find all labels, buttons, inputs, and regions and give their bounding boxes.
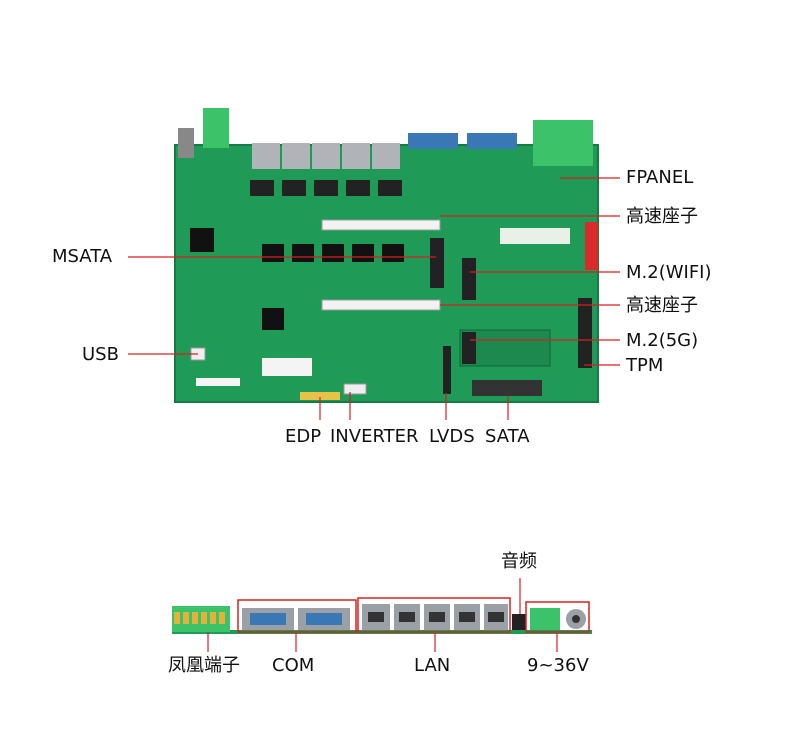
- label-msata: MSATA: [52, 246, 113, 267]
- top-board: [174, 108, 599, 403]
- label-lan: LAN: [414, 655, 451, 676]
- label-usb: USB: [82, 344, 119, 365]
- com-box: [237, 599, 357, 633]
- label-power: 9~36V: [527, 655, 589, 676]
- label-hs-connector-1: 高速座子: [626, 206, 698, 227]
- label-sata: SATA: [485, 426, 530, 447]
- label-inverter: INVERTER: [330, 426, 419, 447]
- board-sticker: [500, 228, 570, 244]
- db9-top-1: [408, 133, 458, 149]
- label-edp: EDP: [285, 426, 322, 447]
- m2-wifi-slot: [462, 258, 476, 300]
- label-m2-5g: M.2(5G): [626, 330, 699, 351]
- lan-box: [357, 597, 511, 633]
- audio-jack: [512, 614, 526, 630]
- power-terminal-top: [203, 108, 229, 148]
- lvds-header: [443, 346, 451, 394]
- label-audio: 音频: [501, 551, 537, 572]
- hs-connector-2: [321, 299, 441, 311]
- io-view: [172, 597, 592, 634]
- edp-connector: [300, 392, 340, 400]
- hs-connector-1: [321, 219, 441, 231]
- label-m2-wifi: M.2(WIFI): [626, 262, 712, 283]
- m2-5g-slot: [462, 332, 476, 364]
- callout-lines-top: [128, 177, 620, 420]
- label-tpm: TPM: [626, 355, 664, 376]
- label-lvds: LVDS: [429, 426, 475, 447]
- db9-top-2: [467, 133, 517, 149]
- label-com: COM: [272, 655, 315, 676]
- lan-ports-top: [252, 143, 400, 169]
- callout-lines-io: [207, 578, 558, 652]
- label-hs-connector-2: 高速座子: [626, 295, 698, 316]
- phoenix-top: [533, 120, 593, 166]
- inverter-connector: [343, 383, 367, 395]
- msata-slot: [430, 238, 444, 288]
- sata-connector: [472, 380, 542, 396]
- label-fpanel: FPANEL: [626, 167, 694, 188]
- label-phoenix-terminal: 凤凰端子: [168, 655, 240, 676]
